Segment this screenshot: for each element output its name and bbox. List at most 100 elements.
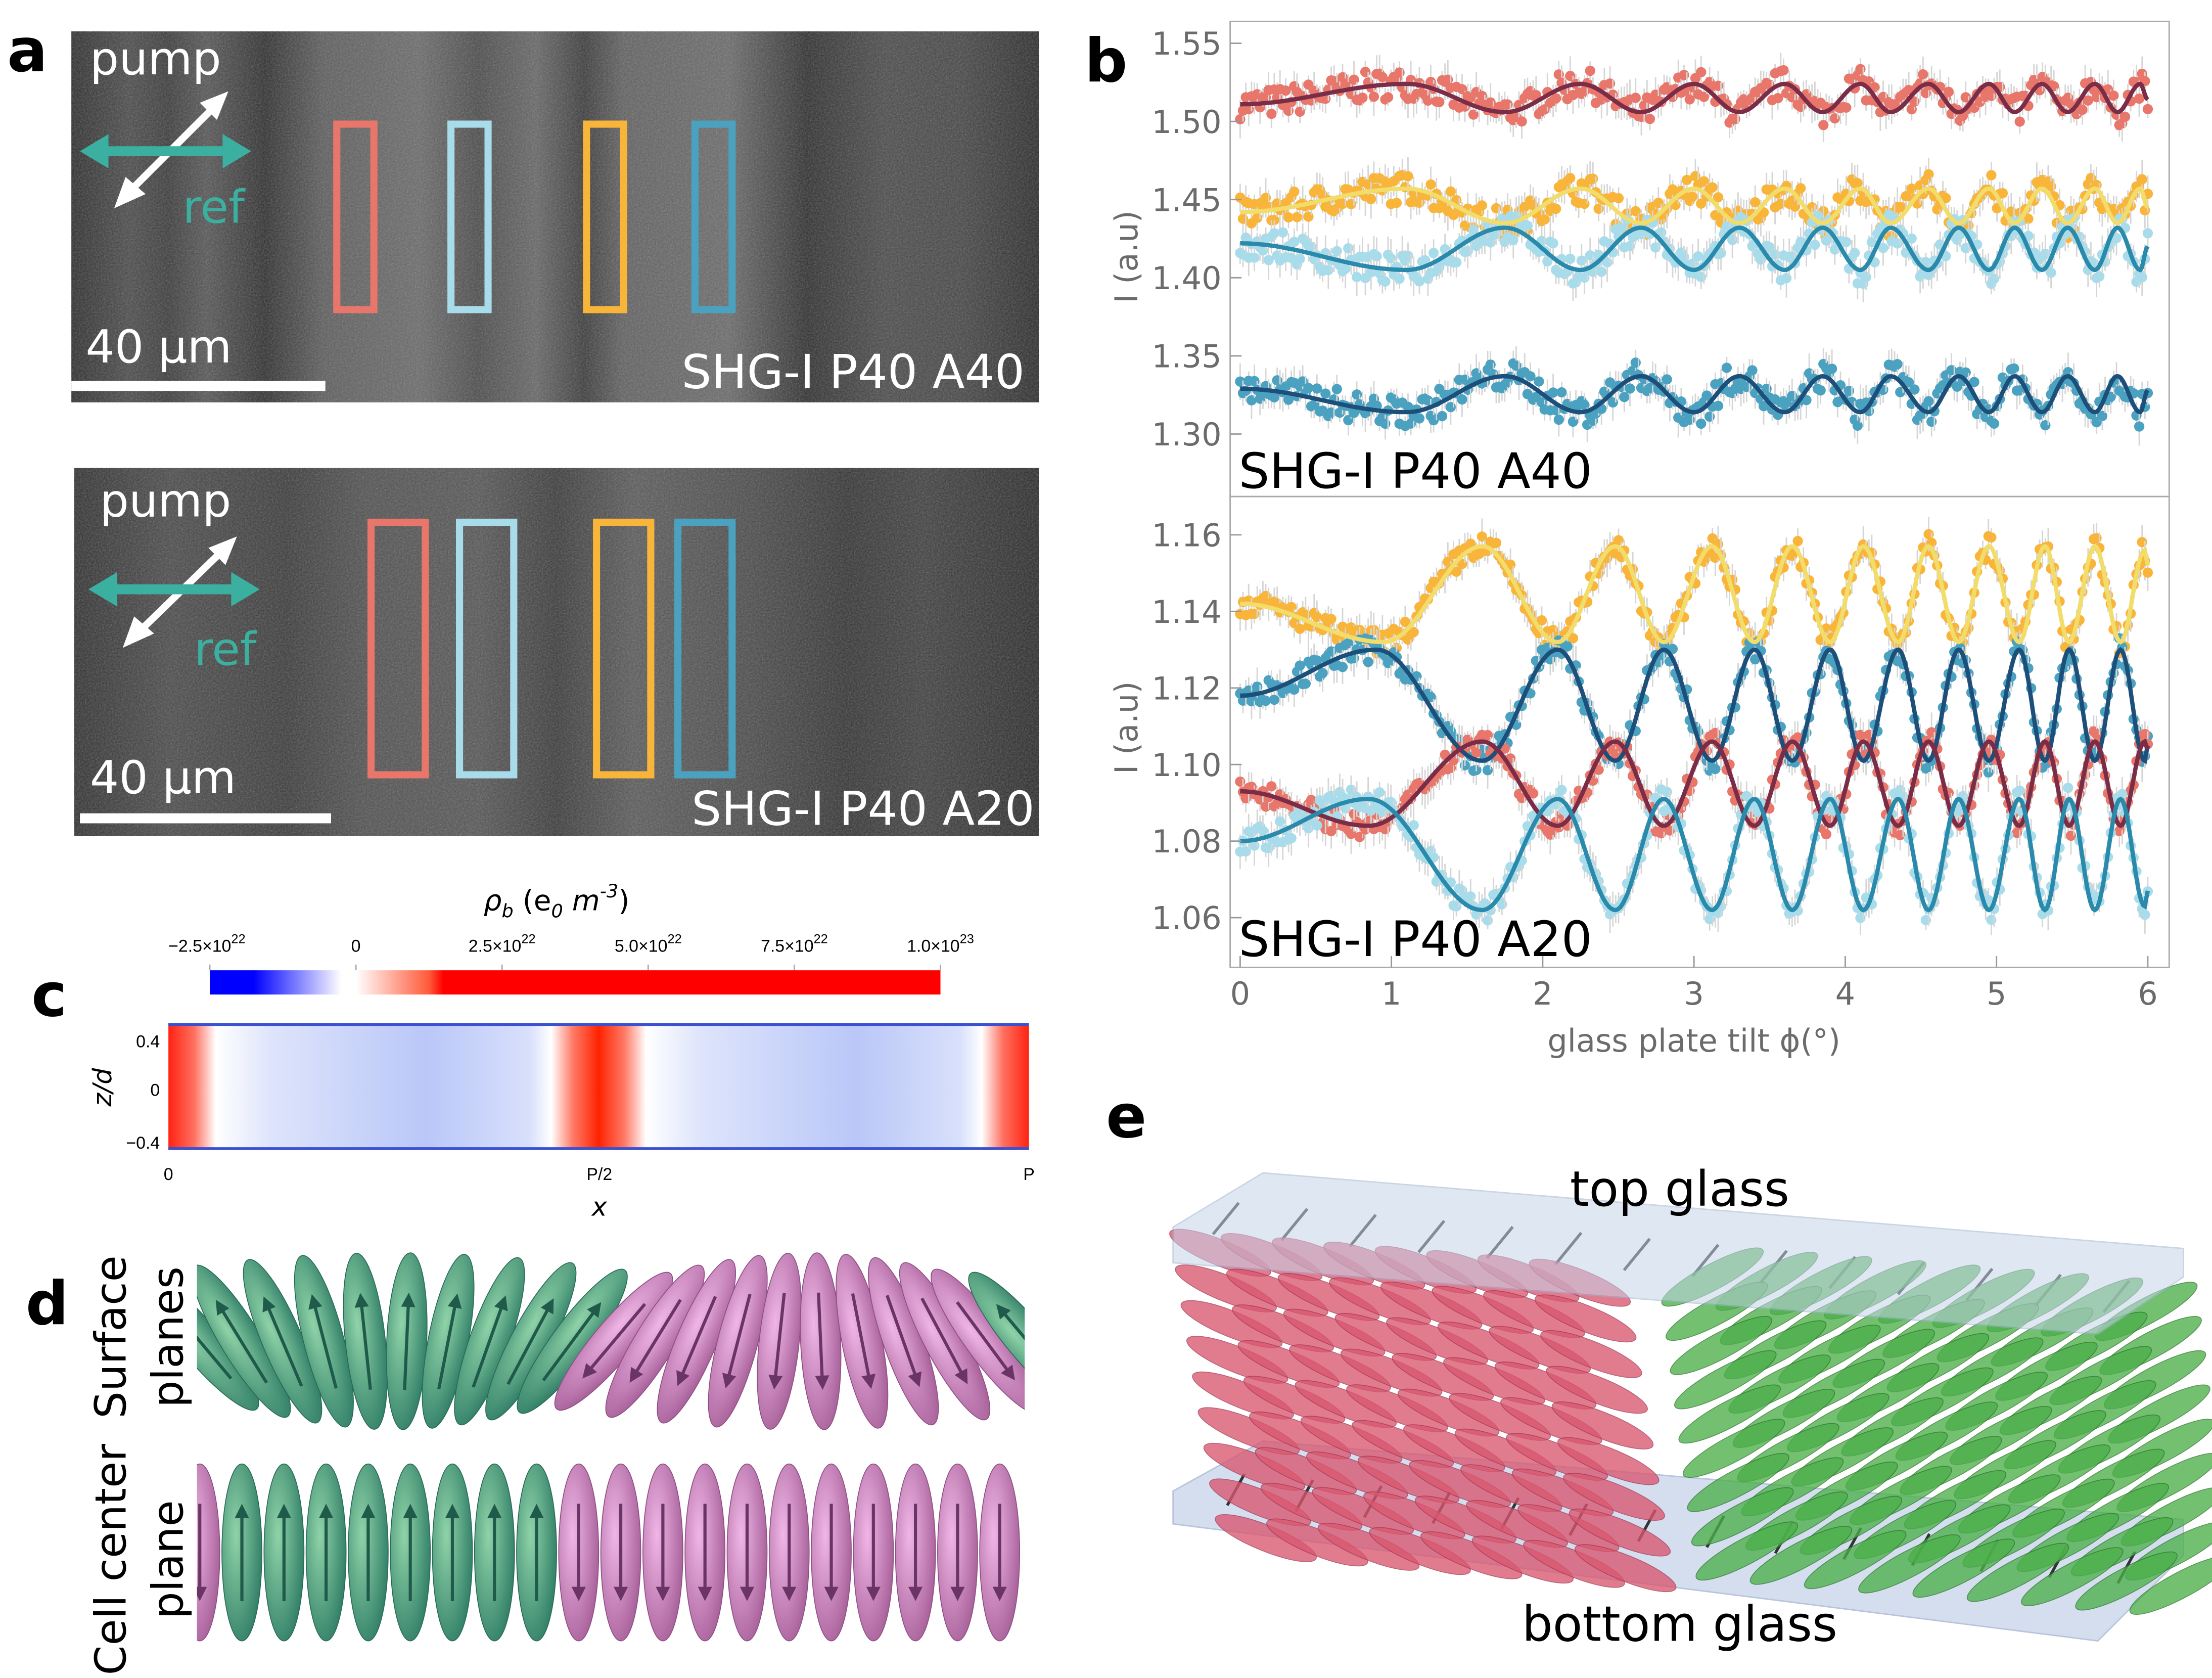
data-point bbox=[1491, 537, 1502, 549]
data-point bbox=[1331, 384, 1342, 394]
data-point bbox=[1701, 390, 1712, 401]
data-point bbox=[1841, 102, 1852, 113]
data-point bbox=[1403, 401, 1413, 412]
data-point bbox=[1269, 694, 1280, 705]
data-point bbox=[1428, 248, 1439, 258]
data-point bbox=[2083, 95, 2093, 106]
data-point bbox=[1283, 394, 1294, 405]
data-point bbox=[1662, 374, 1672, 385]
data-point bbox=[1986, 532, 1997, 543]
data-point bbox=[1482, 765, 1493, 776]
data-point bbox=[1607, 397, 1618, 408]
data-point bbox=[2142, 228, 2153, 239]
panel-label-e: e bbox=[1106, 1081, 1146, 1151]
data-point bbox=[1536, 615, 1547, 626]
data-point bbox=[1613, 193, 1624, 204]
data-point bbox=[1551, 203, 1561, 214]
data-point bbox=[1562, 641, 1573, 652]
data-point bbox=[1713, 400, 1724, 411]
data-point bbox=[1644, 114, 1655, 124]
data-point bbox=[1434, 97, 1445, 107]
data-point bbox=[1903, 377, 1914, 388]
data-point bbox=[1258, 826, 1268, 836]
data-point bbox=[1346, 199, 1357, 209]
data-point bbox=[1451, 257, 1462, 268]
data-point bbox=[1713, 192, 1724, 203]
data-point bbox=[1312, 383, 1322, 394]
data-point bbox=[2140, 729, 2150, 740]
data-point bbox=[1477, 531, 1487, 542]
data-point bbox=[1588, 173, 1598, 184]
data-point bbox=[1565, 172, 1576, 184]
data-point bbox=[1317, 668, 1328, 678]
data-point bbox=[1422, 395, 1434, 406]
data-point bbox=[1374, 787, 1385, 798]
data-point bbox=[1850, 248, 1860, 258]
data-point bbox=[1331, 246, 1342, 256]
data-point bbox=[1906, 233, 1917, 244]
y-tick-label: 1.55 bbox=[1151, 25, 1221, 62]
data-point bbox=[1585, 65, 1595, 76]
data-point bbox=[2137, 272, 2147, 283]
series-points bbox=[1235, 157, 2153, 255]
data-point bbox=[1371, 251, 1382, 261]
data-point bbox=[1295, 660, 1305, 671]
data-point bbox=[1792, 536, 1803, 547]
data-point bbox=[1525, 371, 1536, 382]
data-point bbox=[1477, 200, 1487, 211]
data-point bbox=[1792, 732, 1803, 743]
fit-line bbox=[1240, 81, 2149, 114]
data-point bbox=[1781, 273, 1792, 284]
data-point bbox=[2040, 420, 2051, 431]
data-point bbox=[1408, 626, 1419, 638]
data-point bbox=[1437, 411, 1448, 422]
data-point bbox=[1246, 395, 1257, 405]
roi-yellow bbox=[593, 518, 655, 779]
data-point bbox=[1943, 86, 1954, 97]
data-point bbox=[1630, 93, 1641, 103]
data-point bbox=[1249, 252, 1260, 263]
data-point bbox=[1568, 416, 1579, 427]
data-point bbox=[1394, 274, 1405, 284]
data-point bbox=[1704, 411, 1715, 422]
data-point bbox=[1425, 179, 1436, 190]
data-point bbox=[1548, 387, 1558, 398]
data-point bbox=[1941, 193, 1951, 204]
data-point bbox=[1366, 194, 1376, 204]
roi-blue bbox=[691, 120, 736, 313]
data-point bbox=[1480, 898, 1490, 909]
scale-label: 40 µm bbox=[85, 321, 232, 374]
roi-yellow bbox=[583, 120, 627, 313]
y-tick-label: 1.35 bbox=[1151, 338, 1221, 375]
data-point bbox=[2040, 248, 2051, 259]
data-point bbox=[1534, 376, 1544, 387]
data-point bbox=[1240, 846, 1251, 857]
y-tick-label: 1.30 bbox=[1151, 416, 1221, 453]
data-point bbox=[1630, 357, 1641, 368]
data-point bbox=[1269, 392, 1280, 402]
data-point bbox=[1351, 389, 1362, 400]
panel-label-d: d bbox=[26, 1268, 69, 1338]
data-point bbox=[1852, 177, 1863, 189]
data-point bbox=[1758, 401, 1769, 412]
data-point bbox=[1553, 414, 1564, 425]
data-point bbox=[1986, 170, 1997, 180]
data-point bbox=[1710, 763, 1721, 775]
data-point bbox=[2137, 174, 2147, 185]
panel-label-a: a bbox=[7, 16, 48, 85]
data-point bbox=[1841, 237, 1852, 247]
data-point bbox=[1252, 682, 1263, 692]
data-point bbox=[1477, 90, 1487, 101]
data-point bbox=[1892, 238, 1903, 249]
data-point bbox=[1531, 89, 1541, 101]
data-point bbox=[1263, 843, 1274, 853]
data-point bbox=[1266, 109, 1277, 119]
data-point bbox=[1713, 80, 1724, 91]
data-point bbox=[1451, 901, 1462, 912]
data-point bbox=[1795, 183, 1806, 194]
data-point bbox=[1810, 240, 1820, 250]
data-point bbox=[1878, 243, 1888, 253]
data-point bbox=[1923, 169, 1934, 179]
data-point bbox=[1548, 238, 1558, 249]
